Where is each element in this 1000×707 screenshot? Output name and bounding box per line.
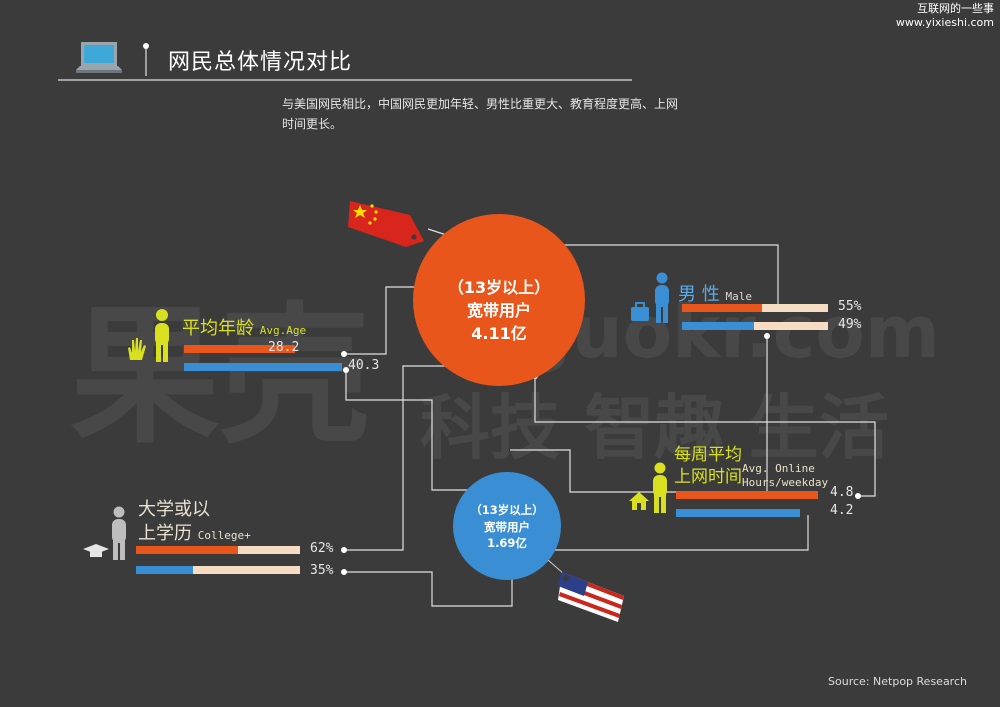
college-china-track xyxy=(136,546,300,554)
age-label-en: Avg.Age xyxy=(259,324,307,337)
china-circle-line3: 4.11亿 xyxy=(471,324,527,344)
person-gray-icon xyxy=(112,506,126,560)
college-label-cn-2: 上学历 College+ xyxy=(138,522,251,548)
usa-flag-tag-icon xyxy=(548,560,624,622)
page-title: 网民总体情况对比 xyxy=(168,50,353,75)
college-usa-value: 35% xyxy=(310,563,334,578)
hours-china-value: 4.8 xyxy=(830,485,854,500)
china-circle-line2: 宽带用户 xyxy=(466,301,531,321)
usa-circle-line1: （13岁以上） xyxy=(470,503,544,517)
male-usa-bar xyxy=(682,322,754,330)
person-yellow-icon xyxy=(155,309,169,362)
usa-circle xyxy=(453,472,561,580)
hours-label-cn-2: 上网时间 xyxy=(674,467,742,487)
laptop-icon xyxy=(76,42,122,73)
college-usa-track xyxy=(136,566,300,574)
age-label-cn: 平均年龄 xyxy=(182,318,254,339)
site-credit: 互联网的一些事 www.yixieshi.com xyxy=(896,2,994,30)
hours-china-bar xyxy=(676,491,818,499)
college-usa-bar xyxy=(136,566,194,574)
age-usa-bar xyxy=(184,363,342,371)
male-china-bar xyxy=(682,304,763,312)
hours-usa-bar xyxy=(676,509,801,517)
male-usa-track xyxy=(682,322,828,330)
male-label-cn: 男 性 xyxy=(678,284,720,305)
source-note: Source: Netpop Research xyxy=(828,675,967,688)
hours-label-en-2: Hours/weekday xyxy=(742,476,829,489)
college-china-value: 62% xyxy=(310,541,334,556)
watermark-slogan: 科技 智趣 生活 xyxy=(420,387,889,469)
college-label: 大学或以 上学历 College+ xyxy=(138,498,251,548)
hours-usa-value: 4.2 xyxy=(830,503,854,518)
hand-icon xyxy=(128,338,146,360)
person-yellow-icon xyxy=(653,462,667,513)
college-china-bar xyxy=(136,546,238,554)
briefcase-icon xyxy=(631,302,649,321)
hours-label-en: Avg. Online Hours/weekday xyxy=(742,462,828,490)
male-label: 男 性 Male xyxy=(678,280,752,306)
age-china-bar xyxy=(184,345,295,353)
person-blue-icon xyxy=(655,272,669,323)
site-credit-name: 互联网的一些事 xyxy=(917,2,994,15)
china-circle-line1: （13岁以上） xyxy=(447,278,551,297)
watermark-brand: 果壳 xyxy=(70,290,371,464)
usa-circle-line3: 1.69亿 xyxy=(487,536,527,551)
age-label: 平均年龄 Avg.Age xyxy=(182,314,306,340)
male-label-en: Male xyxy=(725,290,752,303)
age-usa-value: 40.3 xyxy=(348,358,380,373)
china-flag-tag-icon xyxy=(348,201,424,247)
age-china-value: 28.2 xyxy=(268,340,300,355)
china-circle xyxy=(413,214,585,386)
male-china-value: 55% xyxy=(838,299,862,314)
house-icon xyxy=(629,492,649,510)
college-label-cn-2-text: 上学历 xyxy=(138,523,192,544)
china-circle-text: （13岁以上） 宽带用户 4.11亿 xyxy=(413,276,585,346)
male-china-track xyxy=(682,304,828,312)
usa-circle-line2: 宽带用户 xyxy=(484,519,530,534)
graduation-cap-icon xyxy=(83,544,109,557)
college-label-cn-1: 大学或以 xyxy=(138,499,210,520)
college-label-en: College+ xyxy=(197,529,251,542)
usa-circle-text: （13岁以上） 宽带用户 1.69亿 xyxy=(453,502,561,552)
page-subtitle: 与美国网民相比，中国网民更加年轻、男性比重更大、教育程度更高、上网时间更长。 xyxy=(282,97,679,131)
male-usa-value: 49% xyxy=(838,317,862,332)
hours-label-cn-1: 每周平均 xyxy=(674,445,742,465)
hours-label: 每周平均 上网时间 xyxy=(674,444,742,488)
hours-label-en-1: Avg. Online xyxy=(742,462,815,475)
site-credit-url: www.yixieshi.com xyxy=(895,16,994,29)
